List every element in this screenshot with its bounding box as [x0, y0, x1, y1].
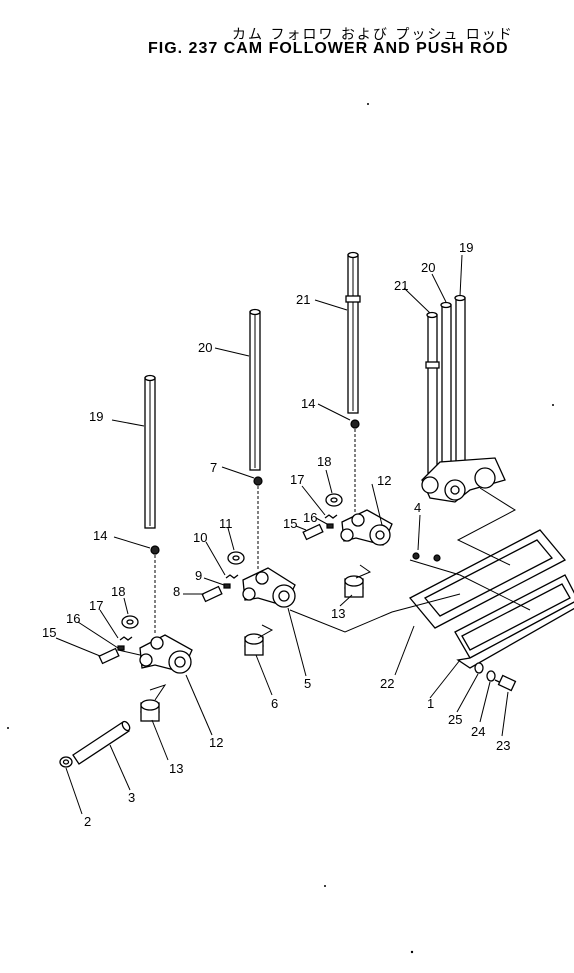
washer-18-left [121, 615, 139, 629]
label-14-middle: 14 [301, 396, 315, 411]
label-5: 5 [304, 676, 311, 691]
pin-8 [201, 585, 223, 603]
figure-title: FIG. 237 CAM FOLLOWER AND PUSH ROD [148, 40, 509, 57]
guide-lines [117, 487, 531, 701]
label-19-right: 19 [459, 240, 473, 255]
label-10: 10 [193, 530, 207, 545]
bushing-6 [244, 633, 264, 656]
spring-17-left [119, 636, 133, 641]
label-6: 6 [271, 696, 278, 711]
gasket-22 [408, 529, 567, 629]
push-rod-20-middle [249, 308, 261, 471]
ball-7 [253, 476, 263, 486]
washer-24 [486, 670, 496, 682]
cam-follower-12-left [139, 634, 193, 674]
leader-lines [55, 254, 509, 815]
cam-follower-12-middle [340, 509, 393, 546]
pin-9 [223, 583, 231, 589]
label-20-middle: 20 [198, 340, 212, 355]
pin-16-left [117, 645, 125, 651]
push-rod-21-middle [345, 251, 361, 414]
label-21-right: 21 [394, 278, 408, 293]
spring-17-middle [324, 514, 338, 519]
spring-10 [225, 574, 239, 579]
label-14-left: 14 [93, 528, 107, 543]
label-3: 3 [128, 790, 135, 805]
label-18-middle: 18 [317, 454, 331, 469]
label-17-left: 17 [89, 598, 103, 613]
label-15-left: 15 [42, 625, 56, 640]
label-12-middle: 12 [377, 473, 391, 488]
label-2: 2 [84, 814, 91, 829]
label-7: 7 [210, 460, 217, 475]
label-23: 23 [496, 738, 510, 753]
washer-25 [474, 662, 484, 674]
label-18-left: 18 [111, 584, 125, 599]
label-13-middle: 13 [331, 606, 345, 621]
label-19-left: 19 [89, 409, 103, 424]
label-21-middle: 21 [296, 292, 310, 307]
scan-specks [7, 103, 554, 954]
cam-follower-5 [242, 567, 296, 608]
push-rod-19-left [144, 374, 156, 529]
label-25: 25 [448, 712, 462, 727]
label-13-left: 13 [169, 761, 183, 776]
ball-14-middle [350, 419, 360, 429]
bushing-13-left [140, 699, 160, 722]
label-16-middle: 16 [303, 510, 317, 525]
label-1: 1 [427, 696, 434, 711]
label-9: 9 [195, 568, 202, 583]
label-15-middle: 15 [283, 516, 297, 531]
label-17-middle: 17 [290, 472, 304, 487]
push-rod-assembly-right [421, 294, 506, 503]
label-24: 24 [471, 724, 485, 739]
label-20-right: 20 [421, 260, 435, 275]
ball-14-left [150, 545, 160, 555]
title-japanese: カム フォロワ および プッシュ ロッド [232, 27, 514, 43]
shaft-3 [72, 720, 131, 765]
bushing-13-middle [344, 575, 364, 598]
pin-16-middle [326, 523, 334, 529]
label-22: 22 [380, 676, 394, 691]
label-11: 11 [219, 516, 233, 531]
washer-11 [227, 551, 245, 565]
pin-15-left [98, 647, 120, 665]
label-8: 8 [173, 584, 180, 599]
label-12-left: 12 [209, 735, 223, 750]
bolts-4 [412, 552, 441, 562]
label-16-left: 16 [66, 611, 80, 626]
washer-18-middle [325, 493, 343, 507]
nut-2 [59, 756, 73, 768]
label-4: 4 [414, 500, 421, 515]
bolt-23 [494, 674, 517, 692]
cover-1 [454, 574, 574, 669]
pin-15-middle [302, 523, 324, 541]
